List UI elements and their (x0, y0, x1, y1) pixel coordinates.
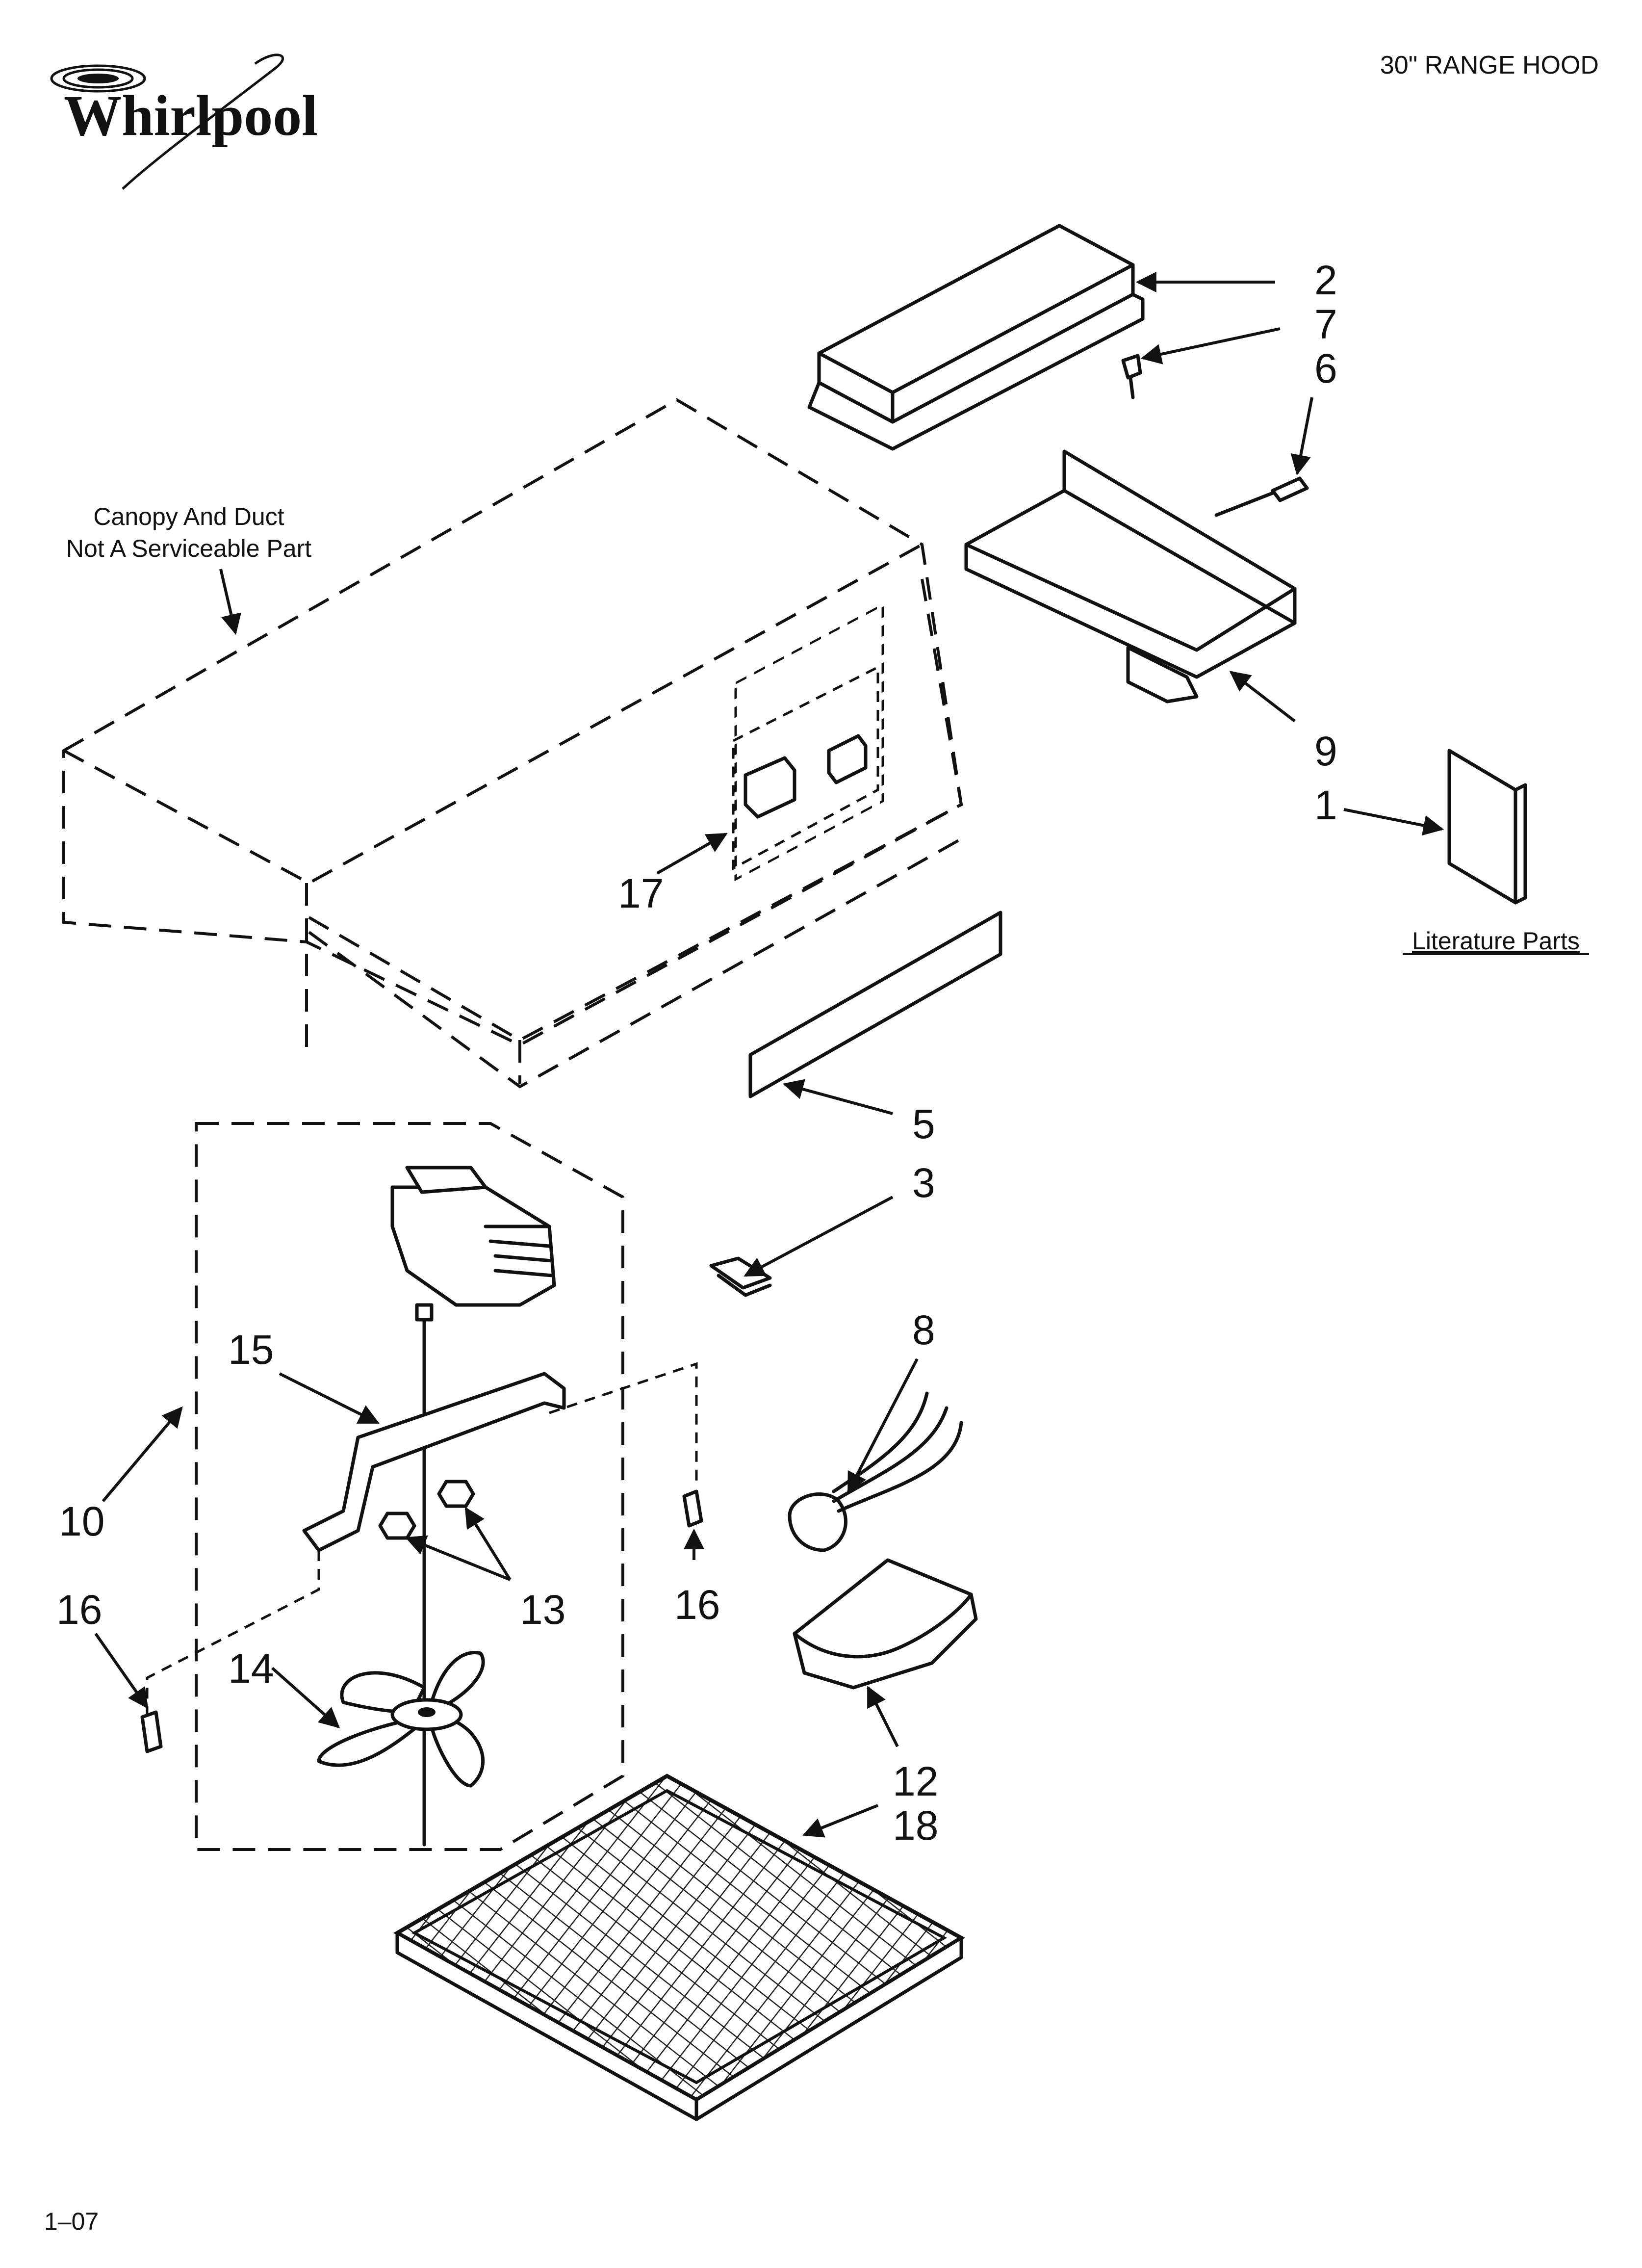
canopy-note-line1: Canopy And Duct (93, 503, 284, 530)
footer-code: 1–07 (44, 2208, 99, 2235)
grease-cup-part (793, 1558, 978, 1690)
brand-wordmark: Whirlpool (64, 83, 318, 148)
screw-part-16a (682, 1489, 703, 1528)
fan-blade-part (317, 1651, 485, 1788)
callout-16a: 16 (674, 1582, 720, 1628)
nut-parts (378, 1480, 475, 1540)
screw-part-16b (140, 1710, 163, 1753)
wire-harness-part (788, 1391, 963, 1552)
callout-2: 2 (1314, 257, 1337, 303)
callout-5: 5 (912, 1101, 935, 1147)
literature-booklet (1447, 749, 1527, 905)
callout-8: 8 (912, 1307, 935, 1353)
blower-assembly-outline (195, 1122, 624, 1851)
top-cover-part (807, 224, 1145, 451)
callout-7: 7 (1314, 301, 1337, 347)
grease-filter-part (393, 1773, 965, 2121)
callout-3: 3 (912, 1160, 935, 1206)
canopy-outline (62, 398, 963, 1089)
callout-18: 18 (893, 1802, 938, 1849)
switch-assembly (732, 665, 879, 871)
panel-strip-part (748, 911, 1002, 1098)
callout-17: 17 (618, 870, 664, 916)
page-title: 30" RANGE HOOD (1380, 51, 1599, 79)
leader-lines (94, 272, 1444, 1838)
motor-part (390, 1166, 556, 1847)
whirlpool-logo: Whirlpool (50, 53, 318, 190)
blower-housing-part (964, 449, 1297, 704)
callout-14: 14 (228, 1645, 274, 1692)
callout-12: 12 (893, 1758, 938, 1804)
callout-13: 13 (520, 1587, 565, 1633)
callout-numbers: 2 7 6 9 1 17 5 3 8 15 10 16 13 16 14 12 … (56, 257, 1337, 1849)
callout-9: 9 (1314, 728, 1337, 774)
callout-1: 1 (1314, 782, 1337, 828)
screw-part-7 (1121, 354, 1142, 399)
canopy-note-line2: Not A Serviceable Part (66, 535, 311, 562)
callout-10: 10 (59, 1498, 104, 1544)
callout-16b: 16 (56, 1587, 102, 1633)
screw-part-6 (1214, 476, 1309, 517)
literature-parts-label: Literature Parts (1412, 927, 1580, 955)
clip-part (709, 1256, 772, 1297)
callout-15: 15 (228, 1327, 274, 1373)
callout-6: 6 (1314, 345, 1337, 391)
